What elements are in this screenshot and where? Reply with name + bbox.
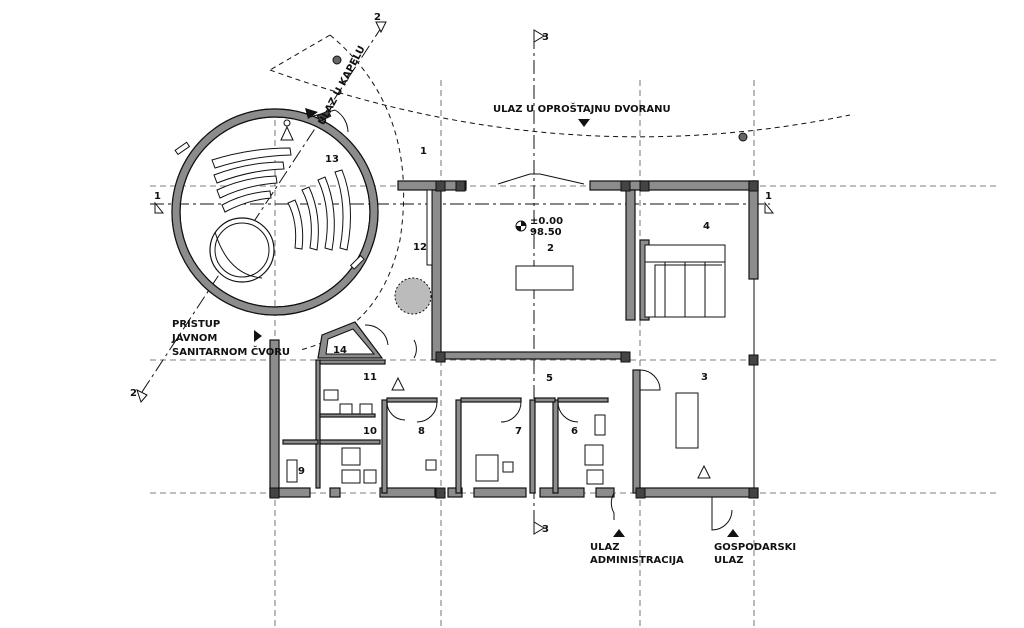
level-absolute: 98.50 [530, 227, 562, 238]
room-number-1: 1 [420, 146, 427, 157]
room-14 [317, 321, 384, 359]
arrow-pristup-icon [254, 330, 262, 342]
columns [269, 180, 759, 499]
room-number-3: 3 [701, 372, 708, 383]
exterior-walls [269, 180, 759, 498]
section-marker-3-top [533, 29, 545, 43]
section-marker-1-right [764, 201, 775, 214]
section-marker-3-bottom [533, 521, 545, 535]
lamp-icon [332, 55, 342, 65]
room-number-14: 14 [333, 345, 347, 356]
stairs [644, 244, 726, 318]
label-pristup-3: SANITARNOM ČVORU [172, 345, 290, 358]
section-marker-1-left [154, 201, 165, 214]
hall-furniture [497, 173, 585, 291]
room-3-table [675, 392, 699, 449]
section-label-3-top: 3 [542, 32, 549, 43]
label-admin-1: ULAZ [590, 542, 619, 553]
section-label-3-bottom: 3 [542, 524, 549, 535]
arrow-kapela-icon [305, 108, 318, 119]
person-symbol [391, 376, 405, 391]
chapel [171, 108, 379, 316]
room-number-13: 13 [325, 154, 339, 165]
section-marker-2-bottom [136, 389, 148, 403]
label-ulaz-dvorana: ULAZ U OPROŠTAJNU DVORANU [493, 102, 671, 115]
section-label-1-left: 1 [154, 191, 161, 202]
arrow-admin-icon [613, 529, 625, 537]
altar [209, 217, 275, 283]
label-admin-2: ADMINISTRACIJA [590, 555, 684, 566]
room-number-11: 11 [363, 372, 377, 383]
doors [364, 324, 733, 531]
label-gosp-1: GOSPODARSKI [714, 542, 796, 553]
room-number-12: 12 [413, 242, 427, 253]
catafalque [515, 265, 574, 291]
person-symbol [697, 464, 711, 479]
level-value: ±0.00 [530, 216, 563, 227]
room-number-10: 10 [363, 426, 377, 437]
pews-right [287, 169, 352, 251]
section-label-2-bottom: 2 [130, 388, 137, 399]
label-pristup-2: JAVNOM [171, 333, 217, 344]
sanitary-fixtures [286, 376, 711, 485]
canopy-outline [269, 34, 851, 351]
section-label-1-right: 1 [765, 191, 772, 202]
person-symbol [280, 125, 294, 141]
entry-arrows [254, 108, 739, 537]
section-label-2-top: 2 [374, 12, 381, 23]
section-marker-2-top [375, 21, 387, 34]
pews-left [211, 147, 292, 213]
room-number-2: 2 [547, 243, 554, 254]
room-number-9: 9 [298, 466, 305, 477]
room-number-8: 8 [418, 426, 425, 437]
label-pristup-1: PRISTUP [172, 319, 220, 330]
arrow-dvorana-icon [578, 119, 590, 127]
tree-icon [394, 277, 432, 315]
room-number-7: 7 [515, 426, 522, 437]
room-number-4: 4 [703, 221, 710, 232]
room-number-5: 5 [546, 373, 553, 384]
label-ulaz-kapela: ULAZ U KAPELU [317, 44, 368, 127]
lamp-icon [738, 132, 748, 142]
label-gosp-2: ULAZ [714, 555, 743, 566]
arrow-gosp-icon [727, 529, 739, 537]
room-number-6: 6 [571, 426, 578, 437]
